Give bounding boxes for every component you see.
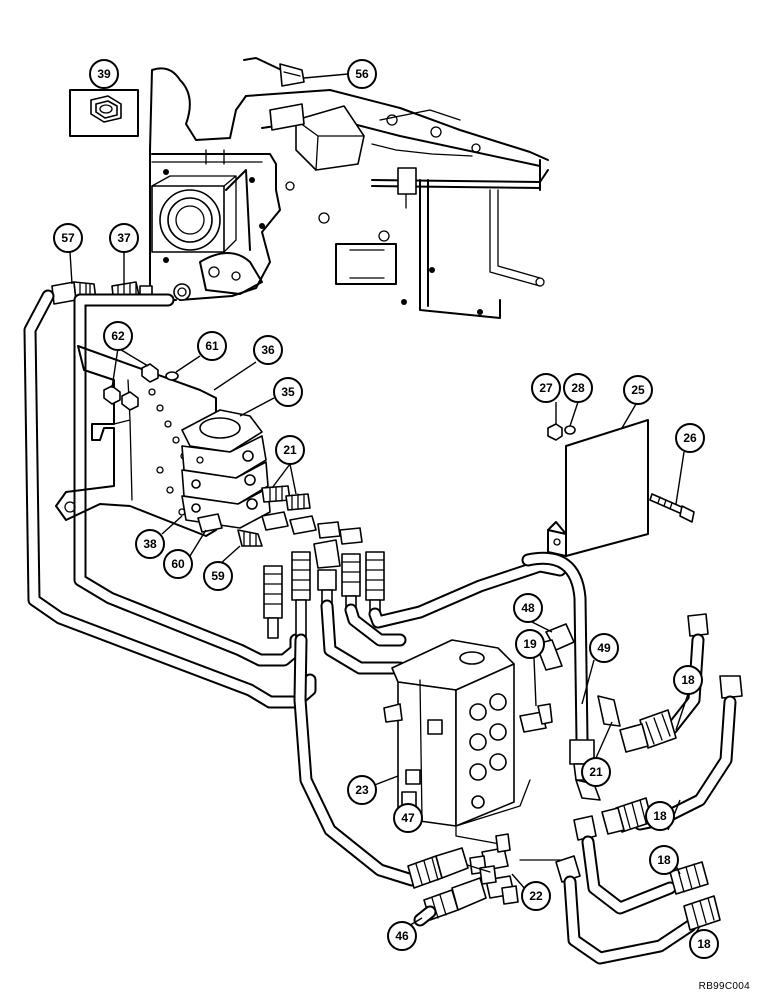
callout-25: 25 xyxy=(623,375,653,405)
callout-label: 39 xyxy=(97,67,111,81)
callout-label: 18 xyxy=(681,673,695,687)
tractor-housing xyxy=(149,67,549,319)
part-46-hose xyxy=(407,847,487,927)
callout-label: 26 xyxy=(683,431,697,445)
callout-18-lowmid: 18 xyxy=(649,845,679,875)
callout-label: 28 xyxy=(571,381,585,395)
callout-label: 61 xyxy=(205,339,219,353)
valve-stack-hoses xyxy=(263,539,567,887)
callout-label: 23 xyxy=(355,783,369,797)
callout-28: 28 xyxy=(563,373,593,403)
callout-label: 18 xyxy=(653,809,667,823)
callout-37: 37 xyxy=(109,223,139,253)
callout-label: 36 xyxy=(261,343,275,357)
callout-27: 27 xyxy=(531,373,561,403)
callout-label: 60 xyxy=(171,557,185,571)
callout-label: 25 xyxy=(631,383,645,397)
callout-21-lower: 21 xyxy=(581,757,611,787)
callout-36: 36 xyxy=(253,335,283,365)
callout-18-upper: 18 xyxy=(673,665,703,695)
part-49-hose xyxy=(521,551,595,781)
part-22-tees xyxy=(451,833,561,905)
callout-49: 49 xyxy=(589,633,619,663)
callout-18-bottom: 18 xyxy=(689,929,719,959)
callout-label: 59 xyxy=(211,569,225,583)
part-23-valve xyxy=(383,639,621,845)
callout-label: 56 xyxy=(355,67,369,81)
callout-label: 22 xyxy=(529,889,543,903)
callout-35: 35 xyxy=(273,377,303,407)
callout-46: 46 xyxy=(387,921,417,951)
callout-22: 22 xyxy=(521,881,551,911)
callout-label: 38 xyxy=(143,537,157,551)
callout-label: 37 xyxy=(117,231,131,245)
part-56-tube xyxy=(243,57,305,87)
callout-57: 57 xyxy=(53,223,83,253)
callout-label: 19 xyxy=(523,637,537,651)
callout-26: 26 xyxy=(675,423,705,453)
callout-21-upper: 21 xyxy=(275,435,305,465)
callout-label: 21 xyxy=(589,765,603,779)
callout-48: 48 xyxy=(513,593,543,623)
callout-61: 61 xyxy=(197,331,227,361)
callout-label: 18 xyxy=(697,937,711,951)
callout-38: 38 xyxy=(135,529,165,559)
callout-60: 60 xyxy=(163,549,193,579)
callout-19: 19 xyxy=(515,629,545,659)
callout-label: 46 xyxy=(395,929,409,943)
callout-47: 47 xyxy=(393,803,423,833)
callout-label: 62 xyxy=(111,329,125,343)
callout-label: 48 xyxy=(521,601,535,615)
part-25-plate xyxy=(547,419,695,557)
callout-label: 18 xyxy=(657,853,671,867)
part-35-valve-stack xyxy=(181,409,363,547)
callout-56: 56 xyxy=(347,59,377,89)
callout-18-mid: 18 xyxy=(645,801,675,831)
inset-nut-box xyxy=(69,89,139,137)
callout-label: 49 xyxy=(597,641,611,655)
callout-23: 23 xyxy=(347,775,377,805)
callout-62: 62 xyxy=(103,321,133,351)
figure-code: RB99C004 xyxy=(698,981,750,992)
part-38-bracket xyxy=(55,345,217,537)
callout-label: 27 xyxy=(539,381,553,395)
callout-39: 39 xyxy=(89,59,119,89)
callout-label: 21 xyxy=(283,443,297,457)
callout-59: 59 xyxy=(203,561,233,591)
callout-label: 47 xyxy=(401,811,415,825)
callout-label: 35 xyxy=(281,385,295,399)
callout-label: 57 xyxy=(61,231,75,245)
